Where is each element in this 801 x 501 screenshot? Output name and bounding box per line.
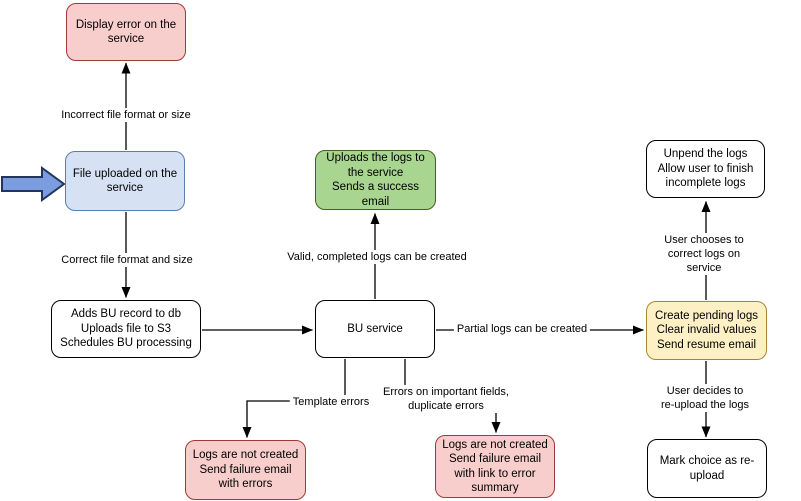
node-unpend-logs-label: Unpend the logs Allow user to finish inc… (657, 148, 754, 190)
node-unpend-logs: Unpend the logs Allow user to finish inc… (646, 140, 765, 198)
node-display-error: Display error on the service (66, 3, 186, 61)
edge-label-partial-logs: Partial logs can be created (453, 322, 591, 336)
node-file-uploaded-label: File uploaded on the service (72, 167, 178, 195)
node-logs-not-created-errors: Logs are not created Send failure email … (185, 440, 306, 500)
node-logs-not-created-summary: Logs are not created Send failure email … (435, 435, 555, 498)
node-uploads-logs: Uploads the logs to the service Sends a … (315, 150, 436, 210)
node-logs-not-created-summary-label: Logs are not created Send failure email … (442, 438, 548, 495)
entry-block-arrow-icon (1, 166, 66, 202)
edge-label-correct-format: Correct file format and size (58, 253, 196, 267)
edge-label-incorrect-format: Incorrect file format or size (58, 108, 194, 122)
node-uploads-logs-label: Uploads the logs to the service Sends a … (326, 152, 425, 208)
edge-label-template-errors: Template errors (289, 395, 373, 409)
node-logs-not-created-errors-label: Logs are not created Send failure email … (192, 449, 299, 491)
node-mark-choice: Mark choice as re- upload (647, 439, 767, 498)
node-display-error-label: Display error on the service (75, 18, 177, 46)
node-file-uploaded: File uploaded on the service (65, 151, 185, 211)
node-mark-choice-label: Mark choice as re- upload (659, 455, 755, 482)
edge-label-important-errors: Errors on important fields, duplicate er… (380, 385, 512, 413)
edge-label-valid-logs: Valid, completed logs can be created (284, 250, 470, 264)
node-adds-bu-record-label: Adds BU record to db Uploads file to S3 … (60, 308, 192, 350)
edge-label-user-chooses: User chooses to correct logs on service (655, 233, 753, 275)
node-create-pending: Create pending logs Clear invalid values… (646, 301, 767, 360)
node-bu-service: BU service (315, 300, 435, 358)
node-create-pending-label: Create pending logs Clear invalid values… (655, 309, 758, 351)
node-adds-bu-record: Adds BU record to db Uploads file to S3 … (51, 300, 201, 358)
edge-label-user-reupload: User decides to re-upload the logs (657, 384, 753, 412)
node-bu-service-label: BU service (347, 322, 403, 335)
